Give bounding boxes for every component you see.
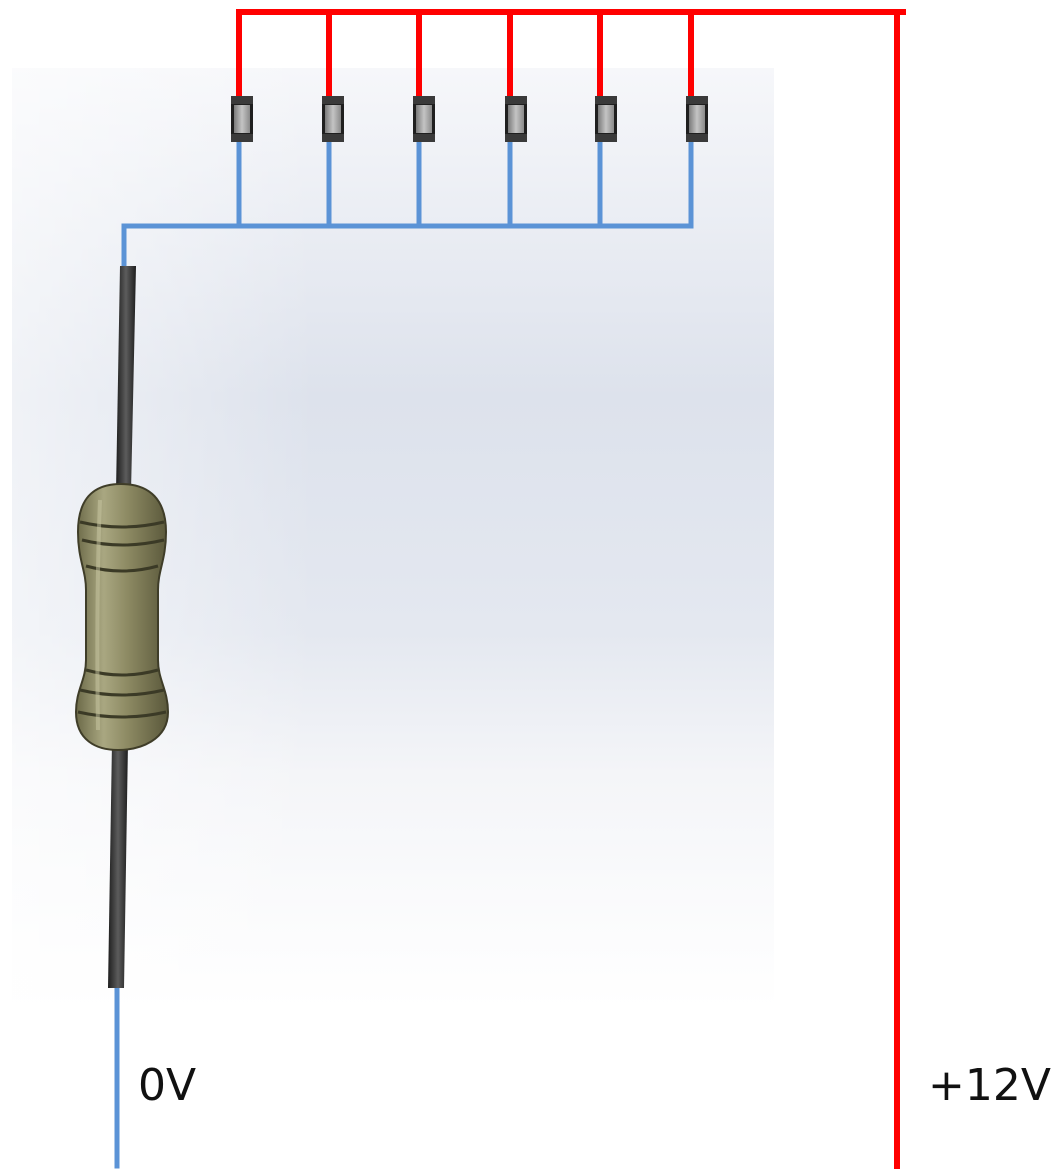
resistor-top-lead xyxy=(116,266,136,492)
negative-wiring xyxy=(114,139,694,1169)
led-4 xyxy=(505,96,527,142)
led-6 xyxy=(686,96,708,142)
resistor-band-4 xyxy=(85,668,159,677)
led-1 xyxy=(231,96,253,142)
led-anode-cap xyxy=(595,96,617,104)
positive-wiring xyxy=(236,9,906,1169)
led-lens xyxy=(325,105,341,133)
led-anode-cap xyxy=(505,96,527,104)
led-cathode-cap xyxy=(686,134,708,142)
resistor xyxy=(74,266,170,988)
led-cathode-cap xyxy=(413,134,435,142)
led-array xyxy=(231,96,708,142)
led-cathode-cap xyxy=(231,134,253,142)
led-lens xyxy=(234,105,250,133)
led-cathode-cap xyxy=(505,134,527,142)
resistor-band-6 xyxy=(77,710,167,719)
led-lens xyxy=(416,105,432,133)
resistor-highlight xyxy=(95,499,102,731)
led-lens xyxy=(598,105,614,133)
resistor-band-1 xyxy=(79,520,165,529)
led-anode-cap xyxy=(231,96,253,104)
led-anode-cap xyxy=(686,96,708,104)
led-3 xyxy=(413,96,435,142)
resistor-band-2 xyxy=(81,538,165,547)
resistor-bottom-lead xyxy=(108,742,128,988)
led-lens xyxy=(508,105,524,133)
led-lens xyxy=(689,105,705,133)
led-5 xyxy=(595,96,617,142)
led-2 xyxy=(322,96,344,142)
supply-voltage-label: +12V xyxy=(928,1060,1051,1111)
led-anode-cap xyxy=(413,96,435,104)
led-cathode-cap xyxy=(322,134,344,142)
led-anode-cap xyxy=(322,96,344,104)
resistor-band-5 xyxy=(79,688,165,697)
ground-label: 0V xyxy=(138,1060,197,1111)
resistor-band-3 xyxy=(85,564,159,573)
led-cathode-cap xyxy=(595,134,617,142)
